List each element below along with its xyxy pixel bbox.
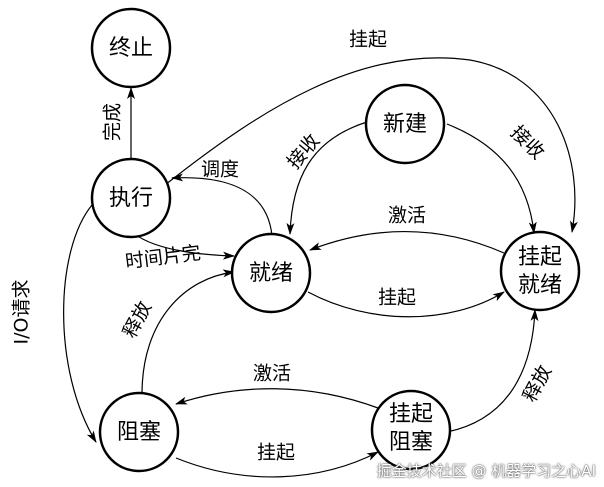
- state-label-line1: 挂起: [389, 402, 433, 427]
- edge-ready-to-execute: [171, 173, 273, 237]
- state-blocked: 阻塞: [98, 391, 180, 473]
- edge-execute-to-blocked: [63, 204, 97, 443]
- state-label-line1: 挂起: [518, 245, 562, 270]
- edge-label-activate-top: 激活: [388, 205, 426, 227]
- edge-label-release-left: 释放: [119, 298, 156, 342]
- edge-label-timeslice: 时间片完: [124, 242, 202, 273]
- edge-label-activate-bottom: 激活: [253, 363, 291, 385]
- edge-suspend-blocked-to-suspend-ready: [446, 309, 539, 433]
- state-label: 执行: [109, 186, 153, 211]
- state-label: 就绪: [249, 261, 293, 286]
- edge-blocked-to-ready: [141, 269, 235, 395]
- edge-label-complete: 完成: [102, 103, 124, 141]
- watermark: 掘金技术社区 @ 机器学习之心AI: [376, 462, 596, 480]
- state-terminate: 终止: [90, 7, 172, 89]
- edge-execute-to-suspend-ready: [164, 57, 578, 233]
- state-label: 阻塞: [117, 420, 161, 445]
- state-label: 终止: [109, 36, 153, 61]
- edge-new-to-suspend-ready: [446, 123, 537, 234]
- state-new: 新建: [364, 83, 446, 165]
- state-execute: 执行: [90, 157, 172, 239]
- state-label-line2: 就绪: [518, 273, 562, 298]
- edge-ready-to-suspend-ready: [307, 291, 505, 318]
- state-ready: 就绪: [230, 232, 312, 314]
- edge-label-admit-right: 接收: [506, 121, 548, 163]
- edge-label-suspend-bottom: 挂起: [257, 442, 295, 464]
- state-label: 新建: [383, 112, 427, 137]
- state-suspend-blocked: 挂起 阻塞: [370, 389, 452, 471]
- edge-suspend-blocked-to-blocked: [175, 388, 379, 409]
- state-label-line2: 阻塞: [389, 430, 433, 455]
- edges: [63, 57, 578, 478]
- edge-suspend-ready-to-ready: [309, 231, 505, 254]
- edge-new-to-ready: [286, 121, 368, 235]
- edge-label-suspend-top: 挂起: [349, 29, 387, 51]
- edge-blocked-to-suspend-blocked: [175, 451, 379, 478]
- edge-label-dispatch: 调度: [201, 159, 239, 181]
- edge-label-io-request: I/O请求: [11, 280, 33, 345]
- edge-label-release-right: 释放: [519, 362, 556, 406]
- edge-label-suspend-mid: 挂起: [378, 287, 416, 309]
- state-suspend-ready: 挂起 就绪: [499, 230, 581, 312]
